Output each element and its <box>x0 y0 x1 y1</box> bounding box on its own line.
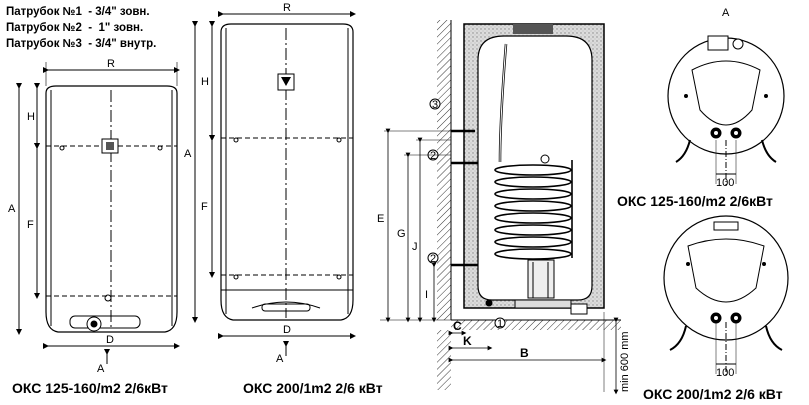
port-1-label: 1 <box>497 318 503 330</box>
heater-200-dimensions: R A H F D A <box>184 2 356 365</box>
dim-h-label: H <box>27 111 35 123</box>
caption-200-left: ОКС 200/1m2 2/6 кВт <box>243 380 383 396</box>
port-3-label: 3 <box>432 99 438 111</box>
dim-d-label-2: D <box>283 324 291 336</box>
heating-coil <box>494 160 573 260</box>
wall-and-floor <box>437 20 621 330</box>
caption-200-right: ОКС 200/1m2 2/6 кВт <box>643 386 783 402</box>
top-view-a-label: A <box>722 7 730 19</box>
top-view-125-160: A 100 <box>667 7 785 189</box>
port-2-label-a: 2 <box>430 150 436 162</box>
port-legend: Патрубок №1 - 3/4" зовн. Патрубок №2 - 1… <box>6 4 156 52</box>
dim-g-label: G <box>397 228 406 240</box>
top-view-200: 100 <box>663 215 789 379</box>
dim-d-label: D <box>106 334 114 346</box>
port-2-label-b: 2 <box>430 253 436 265</box>
heater-125-160-front-view <box>45 85 178 333</box>
dim-h-label-2: H <box>201 76 209 88</box>
legend-port-1: Патрубок №1 - 3/4" зовн. <box>6 6 150 18</box>
caption-125-160-left: ОКС 125-160/m2 2/6кВт <box>12 380 168 396</box>
port-markers: 3 2 2 1 <box>427 98 506 330</box>
view-a-label-2: A <box>276 353 284 365</box>
dim-r-label-2: R <box>283 2 291 14</box>
dim-k-label: K <box>463 334 472 348</box>
dim-f-label: F <box>27 219 34 231</box>
dim-r-label: R <box>107 58 115 70</box>
dim-i-label: I <box>425 289 428 301</box>
section-dimensions: E G J I C K B min 600 mm <box>377 128 631 395</box>
dim-a-label-2: A <box>184 148 192 160</box>
legend-port-3: Патрубок №3 - 3/4" внутр. <box>6 38 157 50</box>
heater-cross-section <box>451 23 605 315</box>
min-wall-label: min 600 mm <box>619 331 631 392</box>
dim-a-label: A <box>8 203 16 215</box>
dim-c-label: C <box>453 319 462 333</box>
heater-200-front-view <box>220 23 354 321</box>
dim-j-label: J <box>412 241 418 253</box>
pitch-100-label: 100 <box>716 177 734 189</box>
pitch-100-label-2: 100 <box>716 367 734 379</box>
dim-f-label-2: F <box>201 201 208 213</box>
dim-e-label: E <box>377 213 384 225</box>
legend-port-2: Патрубок №2 - 1" зовн. <box>6 22 144 34</box>
caption-125-160-right: ОКС 125-160/m2 2/6кВт <box>617 193 773 209</box>
view-a-label: A <box>97 363 105 375</box>
heater-125-160-dimensions: R A H F D A <box>8 58 180 375</box>
dim-b-label: B <box>520 346 529 360</box>
